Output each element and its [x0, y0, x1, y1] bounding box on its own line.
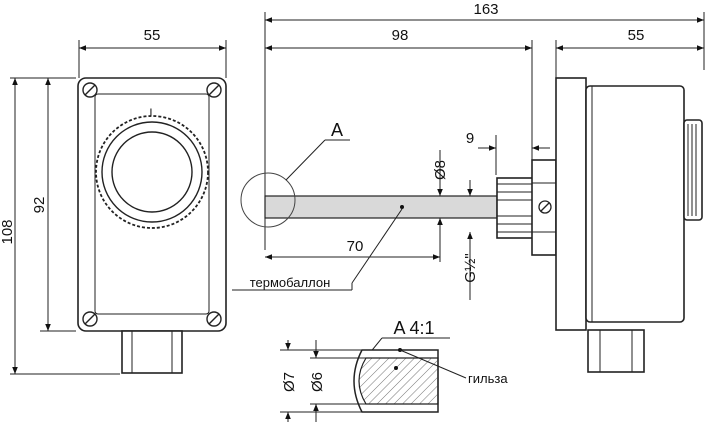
- side-housing-flange: [555, 77, 587, 331]
- probe-length-dimension: 70: [347, 238, 364, 255]
- front-cable-gland: [121, 330, 183, 374]
- detail-a-circle: [240, 172, 296, 228]
- sleeve-inner-diameter: Ø6: [309, 372, 326, 392]
- sensor-callout: термобаллон: [232, 208, 403, 291]
- dial-knob: [111, 131, 193, 213]
- side-view: A: [240, 77, 703, 373]
- nut-width-dimension: 9: [466, 130, 474, 147]
- side-dimensions: 163 98 55 9 Ø8 G½" 70: [264, 1, 705, 300]
- side-housing-body: [585, 85, 685, 323]
- side-width-dimension: 55: [628, 27, 645, 44]
- front-inner-height-dimension: 92: [31, 197, 48, 214]
- sensor-label: термобаллон: [250, 275, 331, 290]
- probe-to-housing-dimension: 98: [392, 27, 409, 44]
- side-dial-knob: [683, 119, 703, 221]
- sleeve-outer-diameter: Ø7: [281, 372, 298, 392]
- detail-a-view: A 4:1 Ø7 Ø6 гильза: [280, 318, 508, 422]
- front-outer-height-dimension: 108: [0, 219, 16, 244]
- probe-diameter-dimension: Ø8: [432, 160, 449, 180]
- dial-ring: [101, 121, 203, 223]
- sensor-probe: [264, 195, 498, 219]
- detail-a-marker: A: [331, 120, 343, 140]
- front-view: 55 108 92 |: [0, 27, 227, 375]
- side-cable-gland: [587, 329, 645, 373]
- sleeve-core: [358, 357, 439, 405]
- total-length-dimension: 163: [473, 1, 498, 18]
- thread-size-dimension: G½": [462, 253, 479, 283]
- corner-screw-icon: [82, 82, 222, 327]
- sleeve-label: гильза: [468, 371, 508, 386]
- dial-mark: |: [149, 106, 152, 121]
- front-cover-panel: [94, 93, 210, 315]
- front-width-dimension: 55: [144, 27, 161, 44]
- threaded-fitting: [496, 177, 534, 239]
- detail-a-title: A 4:1: [393, 318, 434, 338]
